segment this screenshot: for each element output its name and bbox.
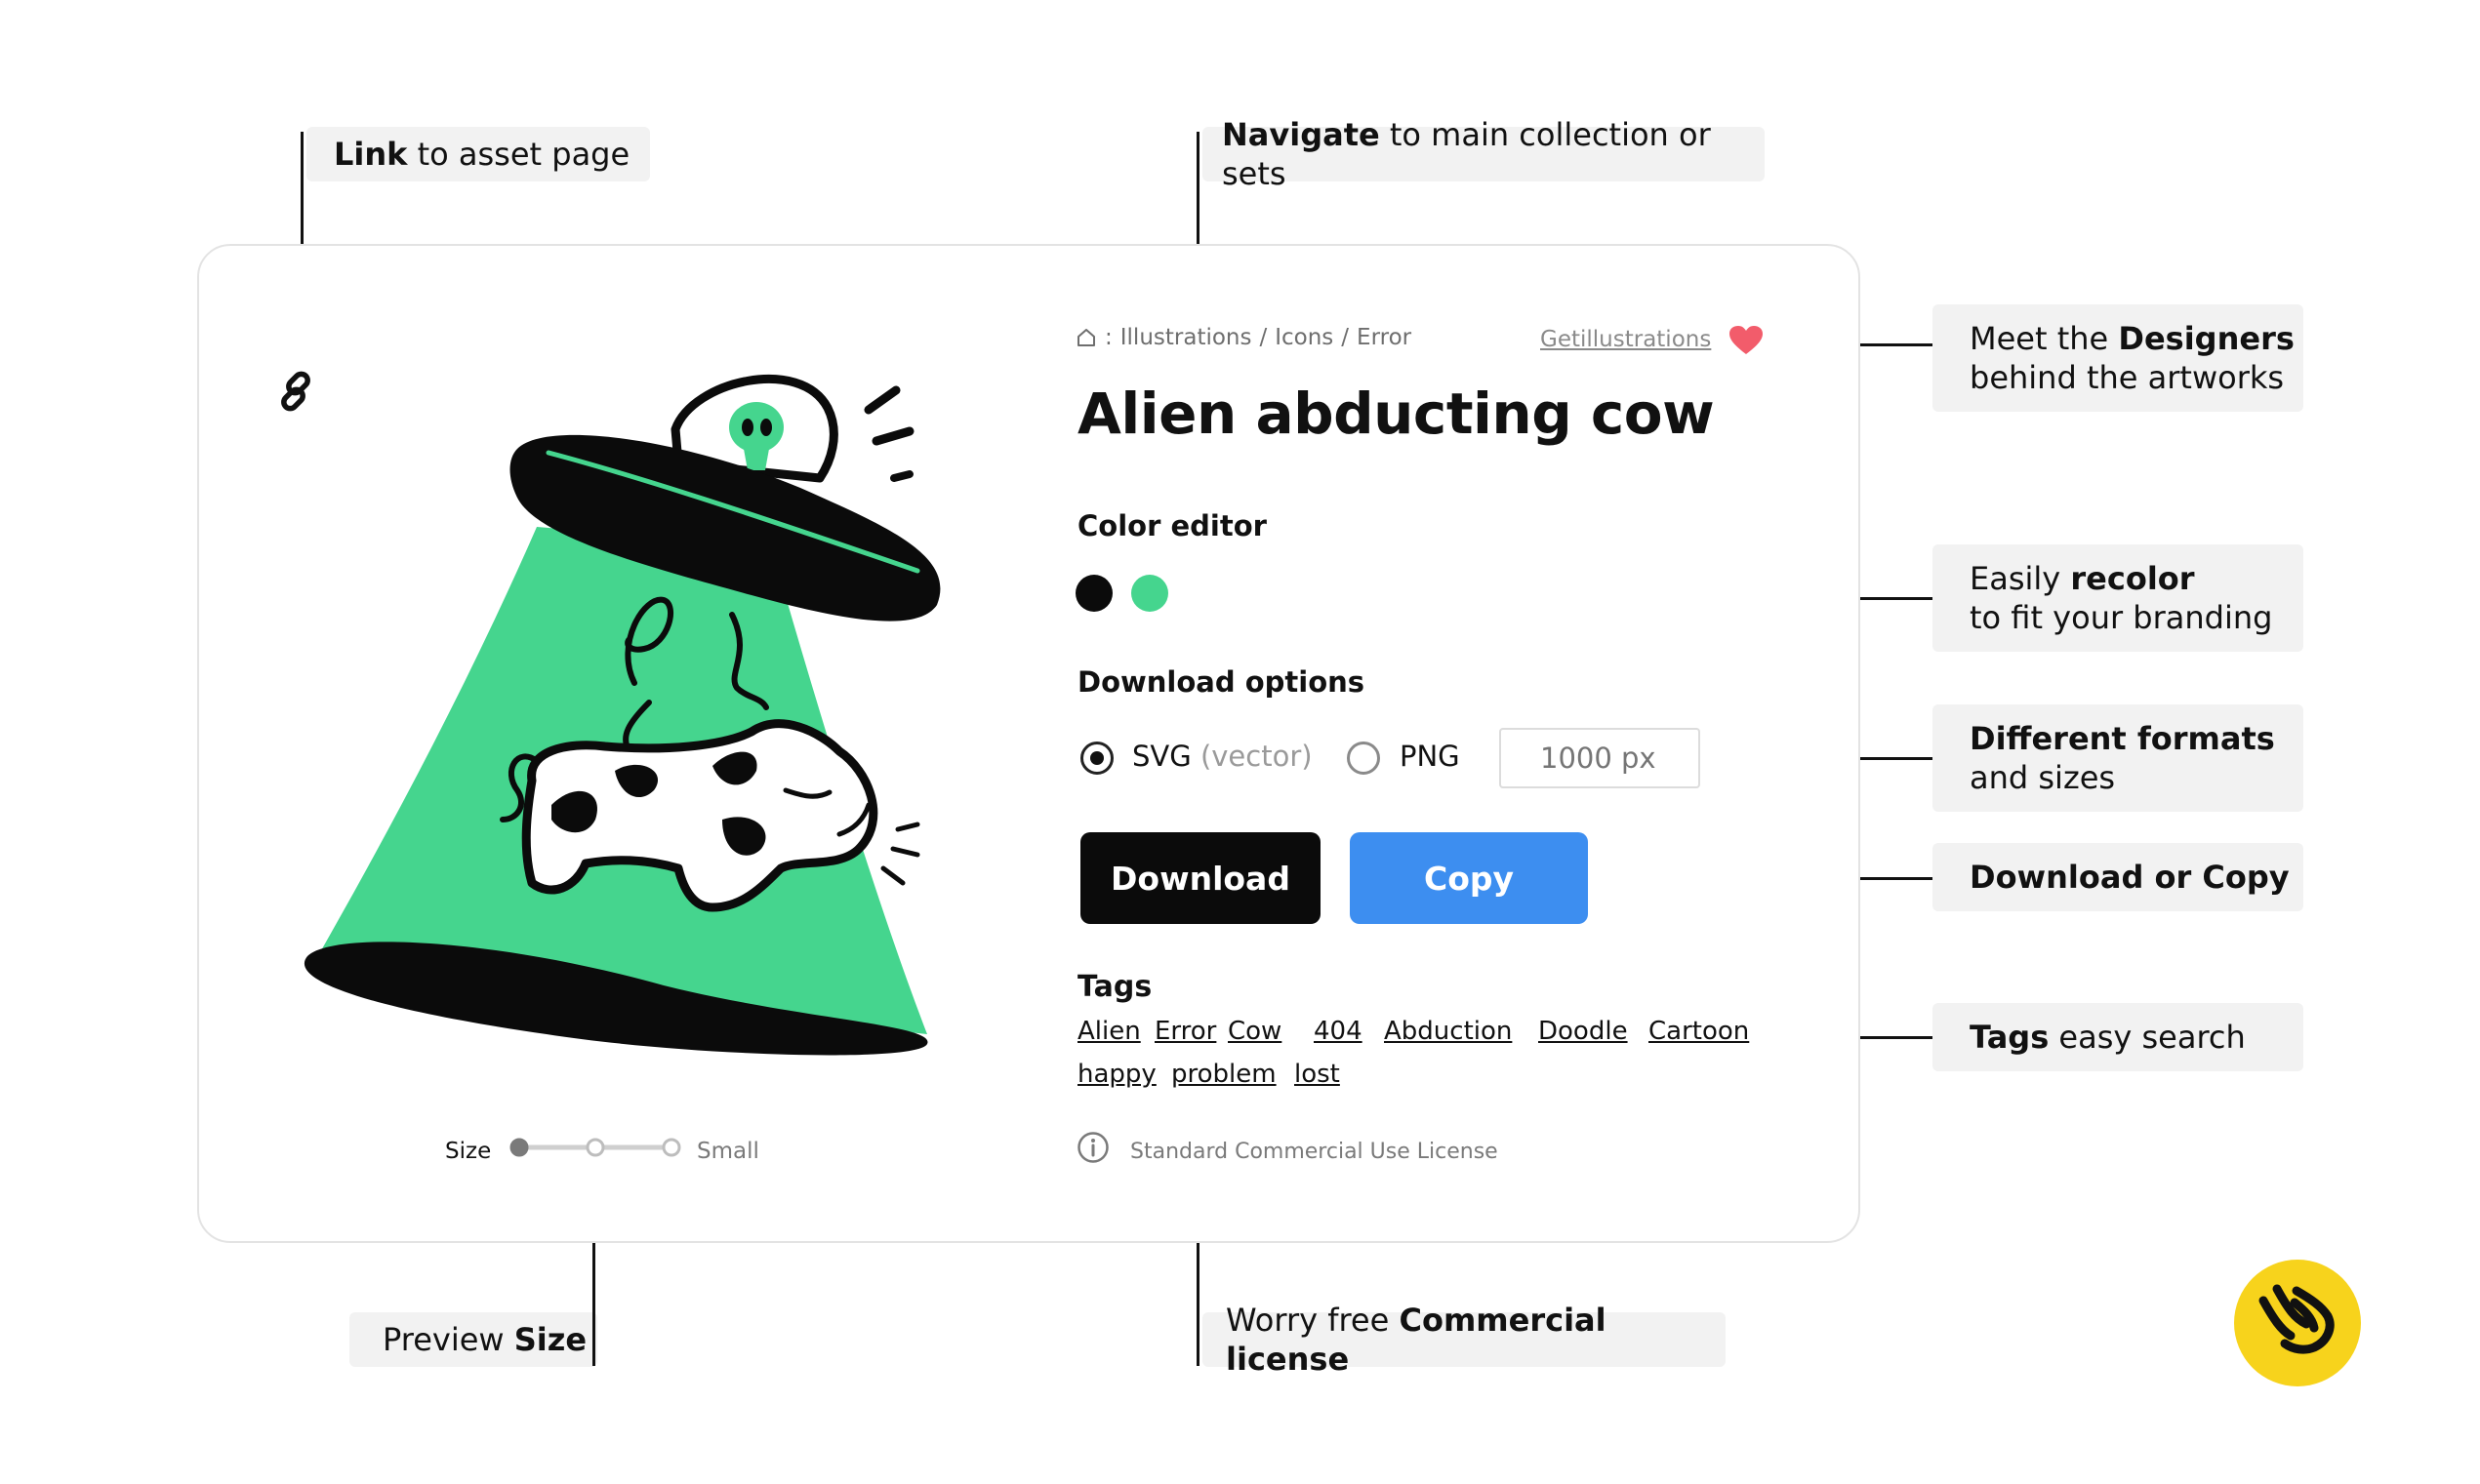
breadcrumb-slash: /: [1341, 325, 1350, 350]
svg-sub-label: (vector): [1199, 740, 1313, 773]
size-label: Size: [445, 1139, 492, 1164]
size-px-input[interactable]: [1499, 728, 1700, 788]
alien-ufo-illustration: [293, 361, 956, 1063]
callout-recolor-pre: Easily: [1970, 560, 2071, 597]
tag-lost[interactable]: lost: [1294, 1060, 1340, 1089]
tag-alien[interactable]: Alien: [1077, 1017, 1141, 1046]
callout-formats: Different formats and sizes: [1932, 704, 2303, 812]
svg-option-label: SVG (vector): [1132, 740, 1313, 773]
callout-designers-pre: Meet the: [1970, 320, 2119, 357]
breadcrumb-item-error[interactable]: Error: [1357, 325, 1412, 350]
callout-license-bold: Commercial license: [1226, 1302, 1606, 1378]
tags-label: Tags: [1077, 970, 1153, 1004]
link-icon[interactable]: [275, 369, 320, 414]
callout-link: Link to asset page: [306, 127, 650, 181]
connector-line: [1788, 343, 1932, 346]
callout-navigate: Navigate to main collection or sets: [1202, 116, 1765, 192]
download-options-label: Download options: [1077, 665, 1365, 699]
callout-tags-text: easy search: [2049, 1019, 2246, 1056]
info-icon[interactable]: [1077, 1131, 1110, 1164]
png-radio[interactable]: [1347, 742, 1380, 775]
callout-recolor-line2: to fit your branding: [1970, 599, 2273, 636]
callout-download-copy: Download or Copy: [1932, 843, 2303, 911]
callout-preview-pre: Preview: [383, 1321, 514, 1358]
callout-designers-bold: Designers: [2118, 320, 2295, 357]
callout-preview-bold: Size: [513, 1321, 588, 1358]
asset-title: Alien abducting cow: [1077, 381, 1715, 447]
color-swatch-green[interactable]: [1131, 575, 1168, 612]
callout-formats-line2: and sizes: [1970, 759, 2116, 796]
tag-404[interactable]: 404: [1314, 1017, 1362, 1046]
connector-line: [1197, 132, 1199, 302]
callout-navigate-text: to main collection or sets: [1222, 116, 1711, 192]
size-value-label: Small: [697, 1139, 759, 1164]
breadcrumb-slash: /: [1259, 325, 1268, 350]
tag-abduction[interactable]: Abduction: [1384, 1017, 1513, 1046]
breadcrumb: : Illustrations / Icons / Error: [1076, 325, 1411, 350]
callout-tags: Tags easy search: [1932, 1003, 2303, 1071]
connector-line: [592, 1192, 595, 1366]
callout-tags-bold: Tags: [1970, 1019, 2050, 1056]
breadcrumb-separator: :: [1105, 325, 1113, 350]
callout-link-bold: Link: [334, 136, 408, 173]
tag-error[interactable]: Error: [1155, 1017, 1217, 1046]
connector-line: [1197, 1192, 1199, 1366]
breadcrumb-item-illustrations[interactable]: Illustrations: [1119, 325, 1252, 350]
size-slider[interactable]: [508, 1136, 683, 1159]
callout-link-text: to asset page: [407, 136, 630, 173]
connector-line: [301, 132, 304, 302]
callout-recolor-bold: recolor: [2070, 560, 2195, 597]
callout-navigate-bold: Navigate: [1222, 116, 1380, 153]
tag-cow[interactable]: Cow: [1228, 1017, 1282, 1046]
heart-icon[interactable]: [1729, 326, 1763, 355]
svg-label: SVG: [1132, 740, 1192, 773]
callout-preview-size: Preview Size: [349, 1312, 597, 1367]
download-button[interactable]: Download: [1080, 832, 1321, 924]
svg-radio[interactable]: [1080, 742, 1114, 775]
color-swatch-black[interactable]: [1076, 575, 1113, 612]
copy-button[interactable]: Copy: [1350, 832, 1588, 924]
callout-download-copy-bold: Download or Copy: [1970, 859, 2290, 896]
callout-recolor: Easily recolor to fit your branding: [1932, 544, 2303, 652]
tag-problem[interactable]: problem: [1171, 1060, 1277, 1089]
callout-designers: Meet the Designers behind the artworks: [1932, 304, 2303, 412]
callout-license-pre: Worry free: [1226, 1302, 1400, 1339]
tag-cartoon[interactable]: Cartoon: [1648, 1017, 1750, 1046]
getillustrations-logo: [2234, 1260, 2361, 1386]
license-text[interactable]: Standard Commercial Use License: [1130, 1140, 1498, 1164]
designer-link[interactable]: Getillustrations: [1540, 327, 1712, 352]
png-option-label: PNG: [1400, 740, 1460, 773]
home-icon[interactable]: [1076, 327, 1097, 348]
callout-designers-line2: behind the artworks: [1970, 359, 2285, 396]
callout-formats-bold: Different formats: [1970, 720, 2275, 757]
breadcrumb-item-icons[interactable]: Icons: [1275, 325, 1334, 350]
tag-doodle[interactable]: Doodle: [1538, 1017, 1628, 1046]
connector-line: [1790, 1036, 1932, 1039]
tag-happy[interactable]: happy: [1077, 1060, 1157, 1089]
callout-license: Worry free Commercial license: [1202, 1302, 1726, 1378]
color-editor-label: Color editor: [1077, 509, 1267, 542]
